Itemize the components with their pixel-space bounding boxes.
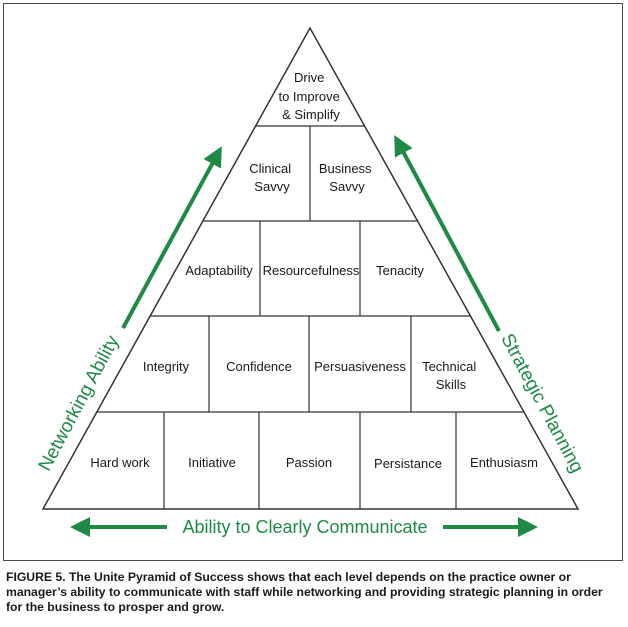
cell-line: Drive	[294, 70, 324, 85]
cell-enthusiasm: Enthusiasm	[470, 455, 538, 470]
networking-ability-label: Networking Ability	[35, 332, 124, 475]
cell-technical-skills: Technical Skills	[422, 359, 480, 392]
communicate-label: Ability to Clearly Communicate	[182, 517, 427, 537]
cell-adaptability: Adaptability	[185, 263, 253, 278]
cell-business-savvy: Business Savvy	[319, 161, 375, 194]
cell-tenacity: Tenacity	[376, 263, 424, 278]
cell-dividers	[163, 126, 457, 509]
cell-line: & Simplify	[282, 107, 340, 122]
cell-hard-work: Hard work	[90, 455, 150, 470]
cell-line: Savvy	[329, 179, 365, 194]
cell-line: Business	[319, 161, 372, 176]
left-arrow	[121, 146, 222, 329]
cell-resourcefulness: Resourcefulness	[263, 263, 360, 278]
pyramid-diagram: Drive to Improve & Simplify Clinical Sav…	[35, 26, 587, 537]
cell-line: Clinical	[249, 161, 291, 176]
figure-caption: FIGURE 5. The Unite Pyramid of Success s…	[6, 570, 603, 614]
cell-clinical-savvy: Clinical Savvy	[249, 161, 295, 194]
cell-line: Technical	[422, 359, 476, 374]
cell-line: to Improve	[278, 89, 339, 104]
cell-drive-to-improve: Drive to Improve & Simplify	[278, 70, 343, 122]
cell-initiative: Initiative	[188, 455, 236, 470]
cell-line: Savvy	[254, 179, 290, 194]
figure-frame	[3, 3, 623, 561]
cell-persuasiveness: Persuasiveness	[314, 359, 406, 374]
cell-passion: Passion	[286, 455, 332, 470]
right-arrow	[394, 135, 501, 332]
cell-line: Skills	[436, 377, 467, 392]
cell-confidence: Confidence	[226, 359, 292, 374]
pyramid-outline	[41, 26, 580, 510]
cell-persistance: Persistance	[374, 456, 442, 471]
cell-integrity: Integrity	[143, 359, 190, 374]
